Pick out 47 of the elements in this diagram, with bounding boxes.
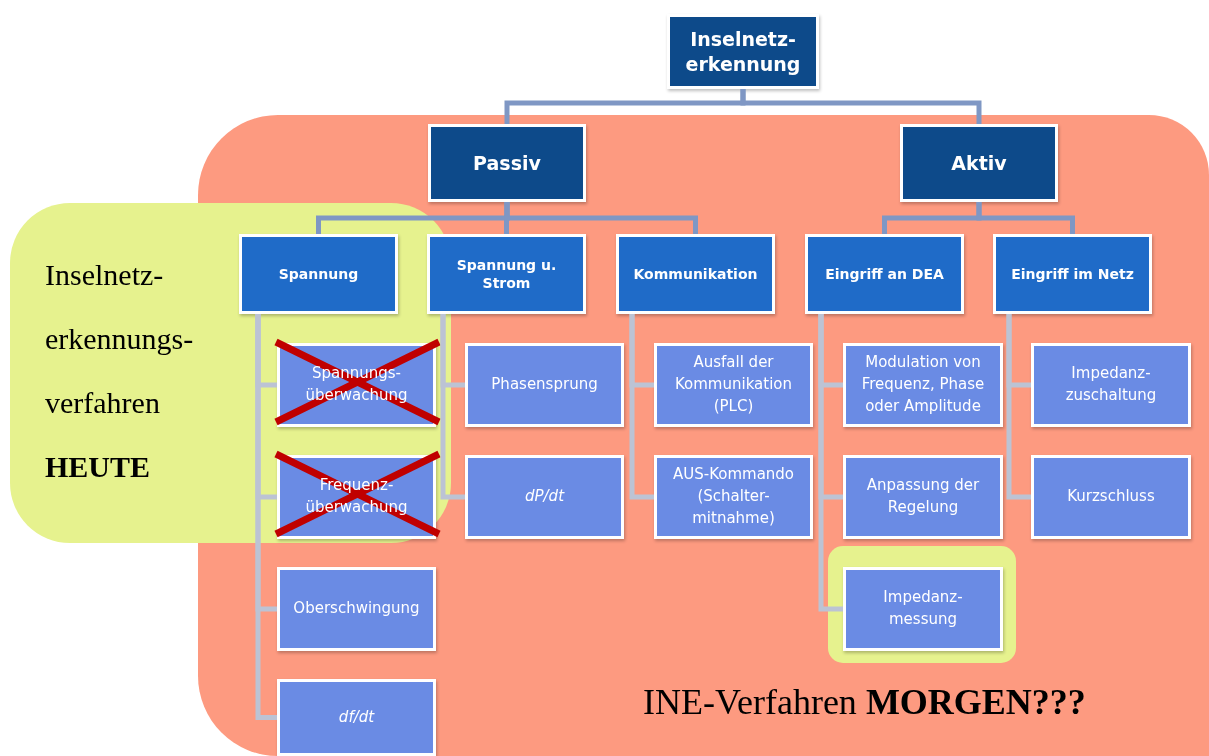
category-box <box>805 234 964 314</box>
node-label: Ausfall der Kommunikation (PLC) <box>674 352 793 417</box>
method-box <box>843 343 1003 427</box>
method-box <box>843 455 1003 539</box>
node-label: Anpassung der Regelung <box>865 475 981 518</box>
category-box <box>428 124 586 202</box>
category-box <box>239 234 398 314</box>
node-label: Eingriff an DEA <box>824 264 945 284</box>
node-label: Impedanz- zuschaltung <box>1064 363 1158 406</box>
method-box <box>654 455 813 539</box>
method-box <box>465 455 624 539</box>
connector-line <box>440 314 465 500</box>
node-label: Passiv <box>472 150 542 176</box>
node-label: Spannung <box>277 264 360 284</box>
method-box <box>654 343 813 427</box>
connector-line <box>976 202 1075 234</box>
method-box <box>277 679 436 756</box>
node-label: AUS-Kommando (Schalter- mitnahme) <box>671 464 796 529</box>
node-label: Aktiv <box>950 150 1008 176</box>
connector-line <box>740 89 982 124</box>
method-box <box>1031 455 1191 539</box>
connector-line <box>504 202 698 234</box>
method-box <box>465 343 624 427</box>
category-box <box>993 234 1152 314</box>
category-box <box>427 234 586 314</box>
region-heading: INE-Verfahren MORGEN??? <box>643 681 1087 724</box>
region-heading: Inselnetz- erkennungs- verfahren HEUTE <box>45 257 195 485</box>
node-label: Phasensprung <box>490 374 599 396</box>
node-label: Oberschwingung <box>292 598 421 620</box>
node-label: Inselnetz- erkennung <box>684 26 802 77</box>
connector-line <box>818 314 843 612</box>
node-label: Impedanz- messung <box>882 587 964 630</box>
method-box <box>1031 343 1191 427</box>
node-label: dP/dt <box>524 486 566 508</box>
category-box <box>616 234 775 314</box>
category-box <box>900 124 1058 202</box>
method-box <box>843 567 1003 651</box>
node-label: Modulation von Frequenz, Phase oder Amplitude <box>860 352 986 417</box>
method-box <box>277 567 436 651</box>
node-label: Kurzschluss <box>1066 486 1156 508</box>
node-label: df/dt <box>337 706 376 728</box>
node-label: Kommunikation <box>632 264 759 284</box>
node-label: Eingriff im Netz <box>1010 264 1135 284</box>
connector-line <box>1006 314 1031 500</box>
category-box <box>667 14 819 89</box>
node-label: Spannung u. Strom <box>455 255 558 293</box>
connector-line <box>629 314 654 500</box>
